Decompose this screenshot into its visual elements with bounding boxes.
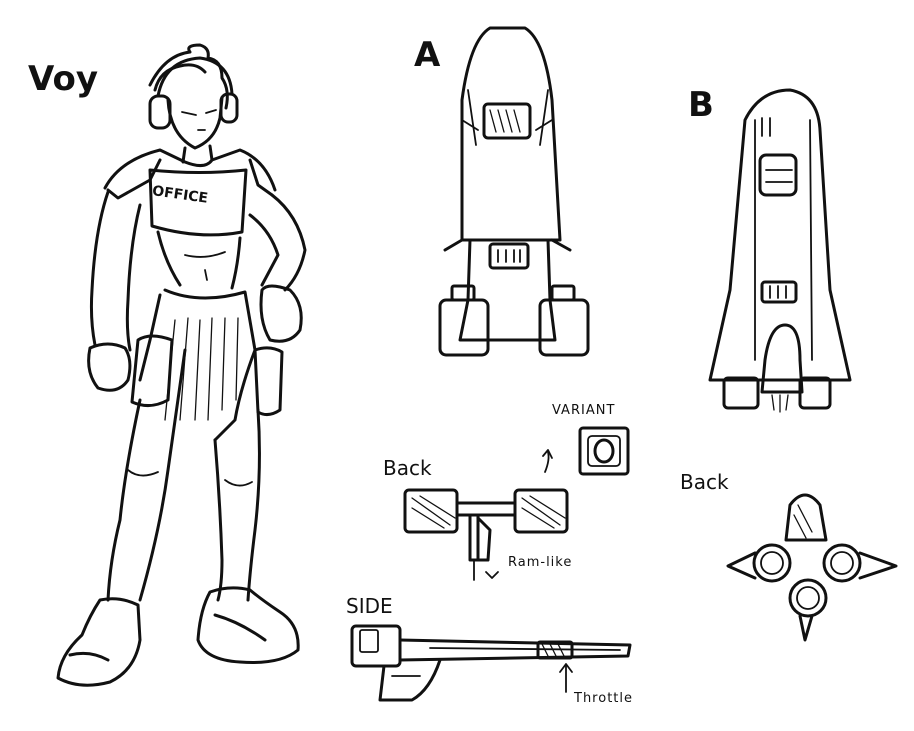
back-left-label: Back bbox=[383, 456, 432, 480]
character-figure bbox=[56, 43, 307, 687]
back-view-thrusters bbox=[726, 493, 898, 642]
jetpack-design-a bbox=[438, 26, 590, 357]
variant-label: VARIANT bbox=[552, 403, 616, 418]
ram-like-label: Ram-like bbox=[508, 555, 573, 570]
throttle-label: Throttle bbox=[574, 691, 633, 706]
side-view bbox=[350, 624, 632, 702]
back-right-label: Back bbox=[680, 470, 729, 494]
arrow-icon bbox=[544, 451, 550, 473]
variant-button bbox=[542, 426, 630, 476]
back-view-ram bbox=[403, 488, 569, 581]
side-label: SIDE bbox=[346, 594, 393, 618]
arrow-icon bbox=[485, 571, 499, 579]
design-a-label: A bbox=[414, 35, 441, 75]
character-name-label: Voy bbox=[28, 59, 98, 99]
jetpack-design-b bbox=[708, 88, 852, 413]
design-b-label: B bbox=[688, 85, 714, 125]
